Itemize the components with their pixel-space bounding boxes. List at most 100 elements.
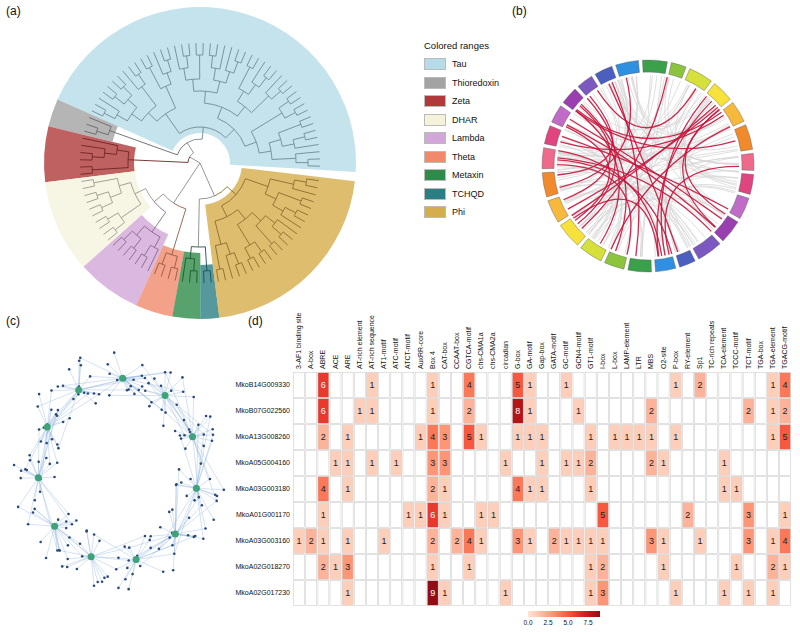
tree-branch: [96, 216, 108, 222]
cell-value: 3: [597, 580, 609, 606]
network-node: [38, 428, 41, 431]
heatmap-cell: [658, 503, 669, 528]
network-edge: [196, 435, 213, 489]
column-header: L-box: [611, 351, 619, 369]
row-label: MkoB14G009330: [234, 372, 290, 398]
hub-node: [172, 531, 179, 538]
network-node: [67, 513, 70, 516]
scale-tick-label: 5.0: [563, 619, 572, 627]
network-node: [209, 415, 212, 418]
heatmap-cell: [597, 503, 608, 528]
network-node: [32, 511, 35, 514]
heatmap-cell: [512, 503, 523, 528]
tree-branch: [115, 97, 128, 104]
cell-value: 5: [463, 424, 475, 450]
tree-branch: [128, 157, 190, 162]
heatmap-cell: [427, 399, 438, 424]
column-header: LTR: [635, 356, 643, 369]
heatmap-cell: [524, 477, 535, 502]
network-node: [76, 568, 79, 571]
network-node: [81, 555, 84, 558]
cell-value: 3: [512, 528, 524, 554]
network-node: [170, 389, 173, 392]
legend-swatch: [424, 95, 446, 107]
network-edge: [91, 557, 129, 561]
network-node: [68, 368, 71, 371]
tree-branch: [99, 219, 109, 228]
heatmap-cell: [354, 373, 365, 398]
network-node: [26, 469, 29, 472]
heatmap-cell: [391, 477, 402, 502]
network-node: [188, 516, 191, 519]
network-node: [205, 415, 208, 418]
tree-branch: [295, 110, 307, 115]
tree-branch: [306, 179, 318, 182]
cell-value: 1: [475, 502, 487, 528]
cell-value: 1: [585, 580, 597, 606]
tree-branch: [95, 104, 105, 113]
cell-value: 1: [524, 528, 536, 554]
network-node: [175, 483, 178, 486]
tree-branch: [276, 193, 301, 201]
network-node: [212, 518, 215, 521]
tree-branch: [108, 213, 121, 219]
hub-node: [44, 424, 51, 431]
column-header: AT-rich element: [356, 321, 364, 370]
heatmap-cell: [719, 425, 730, 450]
tree-branch: [239, 263, 247, 274]
network-node: [98, 540, 101, 543]
column-header: ABRE: [319, 350, 327, 369]
heatmap-cell: [415, 503, 426, 528]
legend-swatch: [424, 58, 446, 70]
cell-value: 2: [585, 450, 597, 476]
network-edge: [52, 389, 79, 391]
heatmap-cell: [342, 425, 353, 450]
heatmap-cell: [524, 555, 535, 580]
heatmap-cell: [318, 503, 329, 528]
heatmap-cell: [524, 399, 535, 424]
heatmap-cell: [646, 477, 657, 502]
tree-branch: [194, 271, 197, 283]
network-node: [202, 538, 205, 541]
hub-node: [75, 386, 82, 393]
heatmap-cell: [367, 555, 378, 580]
tree-branch: [190, 157, 200, 163]
heatmap-cell: [610, 529, 621, 554]
network-node: [20, 469, 23, 472]
cell-value: 1: [487, 502, 499, 528]
cell-value: 1: [597, 528, 609, 554]
heatmap-cell: [439, 529, 450, 554]
tree-branch: [172, 203, 186, 255]
network-node: [123, 545, 126, 548]
network-node: [141, 385, 144, 388]
network-node: [147, 382, 150, 385]
heatmap-cell: [646, 555, 657, 580]
network-edge: [38, 478, 68, 514]
heatmap-cell: [767, 555, 778, 580]
panel-label: (d): [248, 314, 263, 328]
heatmap-cell: [452, 555, 463, 580]
heatmap-cell: [464, 503, 475, 528]
heatmap-cell: [488, 503, 499, 528]
tree-branch: [161, 264, 165, 276]
cell-value: 2: [645, 398, 657, 424]
legend-text: DHAR: [452, 114, 478, 126]
tree-branch: [148, 113, 165, 121]
network-node: [188, 428, 191, 431]
heatmap-cell: [622, 581, 633, 606]
heatmap-cell: [379, 503, 390, 528]
heatmap-cell: [367, 581, 378, 606]
column-header: TGA-box: [757, 341, 765, 369]
heatmap: [294, 373, 791, 606]
heatmap-cell: [354, 581, 365, 606]
heatmap-cell: [573, 451, 584, 476]
heatmap-cell: [767, 529, 778, 554]
heatmap-cell: [379, 581, 390, 606]
network-edge: [193, 416, 207, 437]
cell-value: 1: [293, 528, 305, 554]
network-node: [115, 568, 118, 571]
column-header: MBS: [647, 354, 655, 369]
cell-value: 3: [342, 554, 354, 580]
heatmap-cell: [780, 373, 791, 398]
heatmap-cell: [695, 581, 706, 606]
